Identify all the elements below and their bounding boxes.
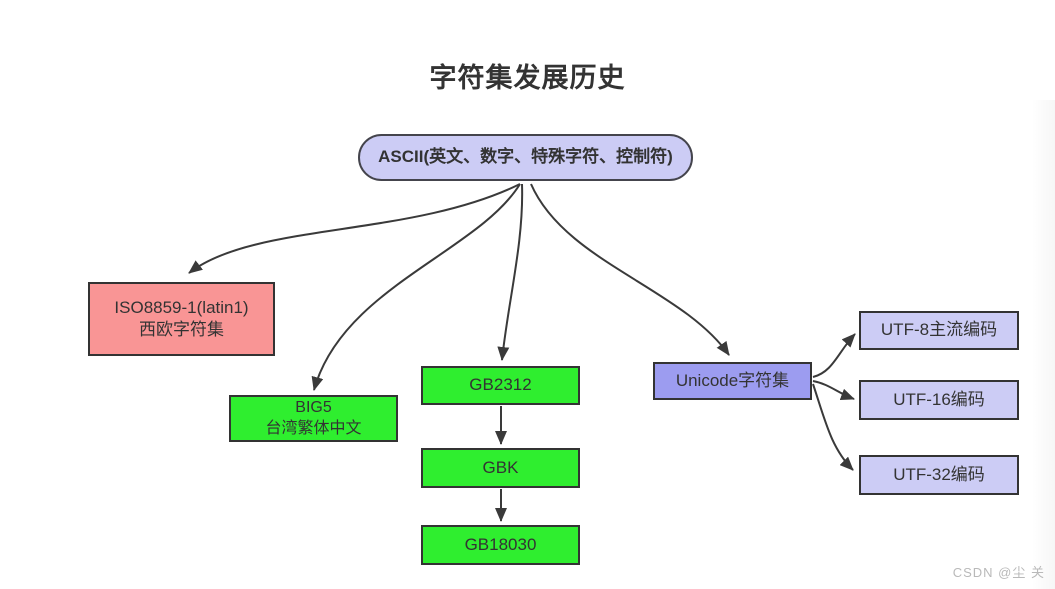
node-utf16-label: UTF-16编码 [893,389,985,409]
node-big5-label-line2: 台湾繁体中文 [265,419,362,437]
node-iso8859-1-label-line1: ISO8859-1(latin1) [114,297,249,317]
node-gbk: GBK [421,448,580,488]
csdn-watermark: CSDN @尘 关 [952,565,1045,580]
page-edge-shade [1031,100,1055,589]
node-utf16: UTF-16编码 [859,380,1019,420]
node-utf32-label: UTF-32编码 [893,464,985,484]
node-gb18030-label: GB18030 [464,534,537,554]
node-ascii: ASCII(英文、数字、特殊字符、控制符) [358,134,693,181]
node-unicode-label: Unicode字符集 [675,370,790,390]
node-big5: BIG5 台湾繁体中文 [229,395,398,442]
diagram-title: 字符集发展历史 [429,63,626,93]
node-gb18030: GB18030 [421,525,580,565]
node-gbk-label: GBK [482,457,519,477]
node-iso8859-1-label-line2: 西欧字符集 [139,320,224,339]
node-gb2312: GB2312 [421,366,580,405]
node-gb2312-label: GB2312 [469,375,532,395]
node-iso8859-1: ISO8859-1(latin1) 西欧字符集 [88,282,275,356]
node-utf8-label: UTF-8主流编码 [880,320,998,340]
node-utf8: UTF-8主流编码 [859,311,1019,350]
node-big5-label-line1: BIG5 [295,398,332,416]
node-utf32: UTF-32编码 [859,455,1019,495]
node-ascii-label: ASCII(英文、数字、特殊字符、控制符) [378,147,673,167]
node-unicode: Unicode字符集 [653,362,812,400]
